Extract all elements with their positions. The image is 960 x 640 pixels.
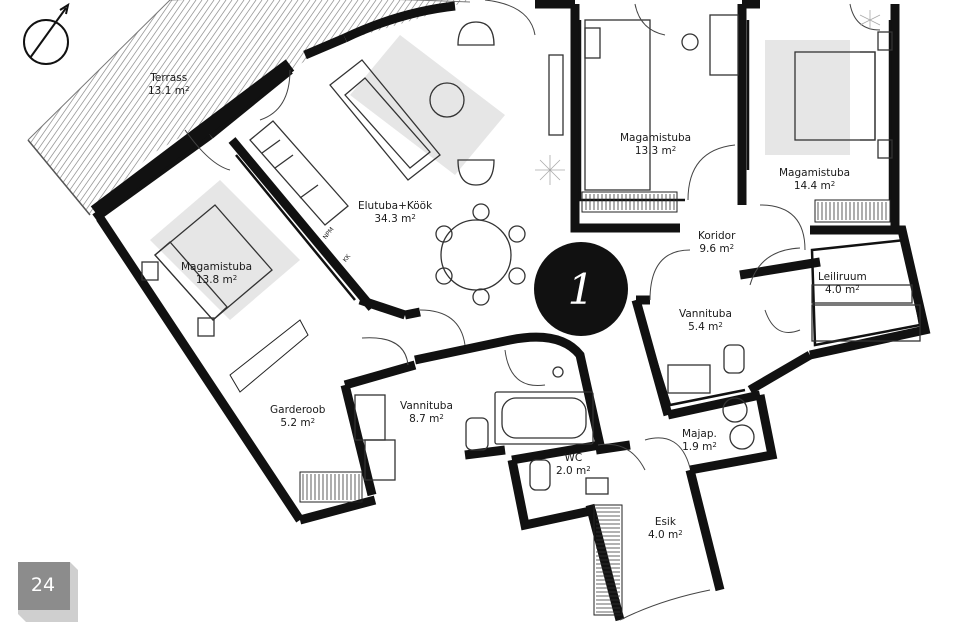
walls [92,0,931,622]
room-name: Terrass [150,72,188,84]
room-name: Koridor [698,230,736,242]
room-name: Vannituba [400,400,453,412]
room-area: 5.2 m2 [280,417,316,429]
rugs [150,35,850,320]
room-area: 9.6 m2 [699,243,735,255]
room-name: Vannituba [679,308,732,320]
room-name: Magamistuba [181,261,253,273]
room-area: 1.9 m2 [682,441,717,453]
room-area: 8.7 m2 [409,413,444,425]
room-area: 2.0 m2 [556,465,591,477]
room-name: Garderoob [270,404,326,416]
room-name: Magamistuba [779,167,851,179]
room-area: 14.4 m2 [793,180,836,192]
room-label-utility: Majap. 1.9 m2 [682,428,717,454]
plant-icon [535,10,881,185]
room-name: Magamistuba [620,132,692,144]
room-label-sauna: Leiliruum 4.0 m2 [818,271,867,297]
room-name: Esik [654,516,676,528]
room-label-wc: WC 2.0 m2 [556,452,591,478]
room-label-bathroom-large: Vannituba 8.7 m2 [400,400,453,426]
room-area: 4.0 m2 [648,529,683,541]
page-number: 24 [30,574,56,596]
door-swings [184,0,881,621]
terrace-wall [90,59,295,218]
room-area: 34.3 m2 [374,213,416,225]
furniture [141,14,921,495]
apartment-number: 1 [567,264,595,314]
room-name: WC [564,452,583,464]
room-label-wardrobe: Garderoob 5.2 m2 [270,404,325,430]
page-badge-shape [18,562,78,622]
room-area: 4.0 m2 [825,284,860,296]
north-arrow-icon [23,2,70,65]
room-name: Majap. [682,428,717,440]
room-name: Leiliruum [818,271,867,283]
apartment-number-badge: 1 [534,242,628,336]
room-label-terrace: Terrass 13.1 m2 [148,72,189,98]
room-label-bathroom-small: Vannituba 5.4 m2 [679,308,732,334]
room-label-entrance: Esik 4.0 m2 [648,516,683,542]
room-label-bedroom-2: Magamistuba 14.4 m2 [779,167,850,193]
room-area: 13.8 m2 [195,274,238,286]
room-label-bedroom-1: Magamistuba 13.3 m2 [620,132,691,158]
wardrobe-hatches [229,191,891,616]
room-area: 13.1 m2 [148,85,190,97]
wardrobe-hatch-lines [302,194,887,613]
room-area: 13.3 m2 [634,145,677,157]
room-area: 5.4 m2 [688,321,723,333]
room-label-living-kitchen: Elutuba+Köök 34.3 m2 [358,200,432,226]
room-name: Elutuba+Köök [358,200,433,212]
page-number-badge: 24 [18,562,78,622]
room-label-corridor: Koridor 9.6 m2 [698,230,735,256]
room-label-bedroom-3: Magamistuba 13.8 m2 [181,261,252,287]
